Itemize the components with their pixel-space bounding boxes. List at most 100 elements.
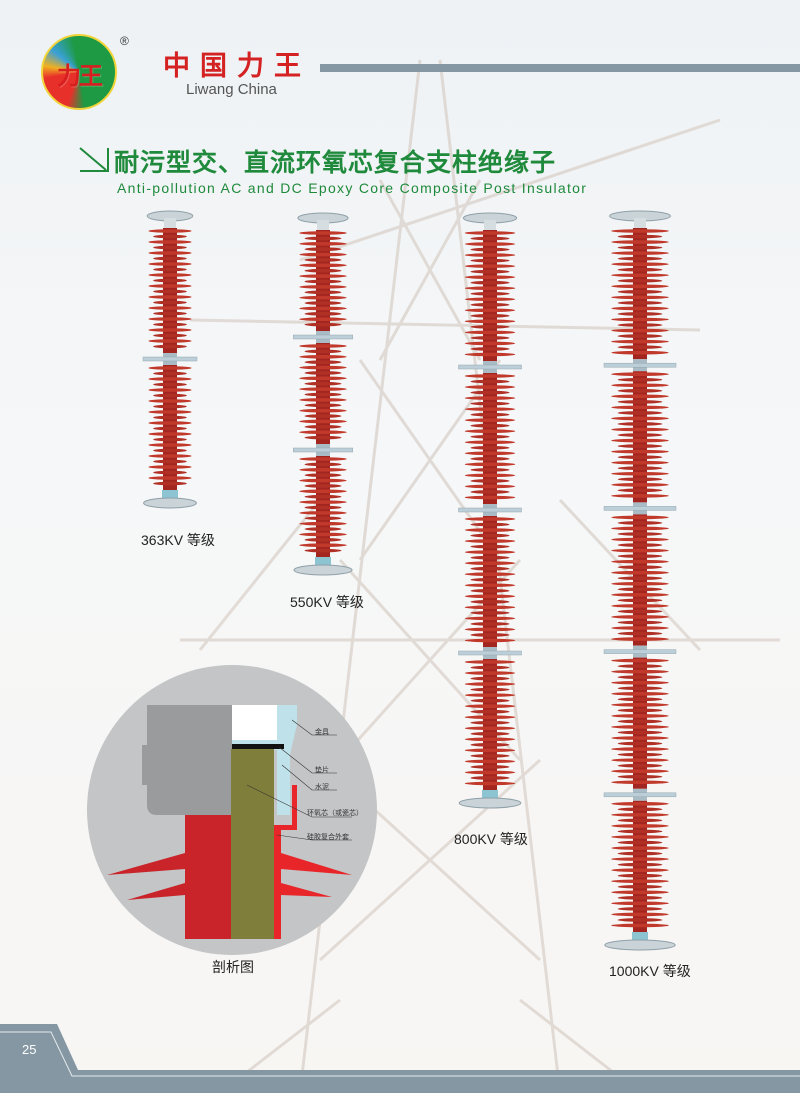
shed <box>299 365 347 370</box>
shed <box>617 752 663 757</box>
shed <box>617 807 663 812</box>
shed <box>304 236 342 241</box>
shed <box>148 410 192 414</box>
callout-cement: 水泥 <box>315 784 329 791</box>
shed <box>617 301 663 305</box>
shed <box>611 658 669 663</box>
shed <box>617 477 663 482</box>
shed <box>617 334 663 338</box>
shed <box>470 379 510 384</box>
arrow-down-right-icon <box>79 147 109 172</box>
shed <box>153 289 187 294</box>
shed <box>611 306 669 311</box>
shed <box>617 466 663 471</box>
shed <box>617 664 663 668</box>
shed <box>464 495 516 500</box>
shed <box>299 354 347 359</box>
shed <box>617 907 663 911</box>
shed <box>464 231 516 235</box>
shed <box>611 758 669 762</box>
shed <box>464 352 516 357</box>
shed <box>470 347 510 351</box>
shed <box>299 419 347 424</box>
shed <box>148 317 192 321</box>
shed <box>611 868 669 872</box>
shed <box>611 548 669 553</box>
shed <box>617 422 663 426</box>
base-flange <box>143 497 197 509</box>
shed <box>470 401 510 406</box>
shed <box>611 460 669 465</box>
mid-flange <box>603 362 677 368</box>
shed <box>611 846 669 850</box>
shed <box>464 286 516 291</box>
shed <box>611 703 669 707</box>
shed <box>470 325 510 329</box>
shed <box>470 291 510 296</box>
shed <box>153 311 187 316</box>
shed <box>148 240 192 244</box>
shed <box>148 432 192 436</box>
shed <box>470 434 510 439</box>
logo-text: 力王 <box>57 61 103 90</box>
shed <box>611 813 669 817</box>
shed <box>299 241 347 246</box>
shed <box>470 687 510 692</box>
shed <box>617 532 663 536</box>
product-label-363kv: 363KV 等级 <box>141 532 215 548</box>
shed <box>299 521 347 526</box>
shed <box>148 229 192 233</box>
shed <box>611 835 669 839</box>
shed <box>299 511 347 515</box>
shed <box>611 251 669 255</box>
shed <box>304 258 342 262</box>
shed <box>153 437 187 442</box>
shed <box>470 588 510 593</box>
shed <box>464 308 516 313</box>
shed <box>611 714 669 718</box>
shed <box>617 873 663 878</box>
shed <box>304 462 342 467</box>
shed <box>464 550 516 554</box>
shed <box>470 247 510 252</box>
shed <box>464 759 516 764</box>
shed <box>617 884 663 889</box>
shed <box>304 516 342 521</box>
shed <box>470 445 510 450</box>
shed <box>470 577 510 582</box>
cross-section-diagram: 金具 垫片 水泥 环氧芯（或瓷芯） 硅胶复合外套 <box>87 665 377 955</box>
shed <box>470 754 510 758</box>
shed <box>617 267 663 272</box>
product-label-550kv: 550KV 等级 <box>290 594 364 610</box>
shed <box>148 377 192 381</box>
shed <box>464 517 516 521</box>
shed <box>299 532 347 537</box>
shed <box>470 533 510 538</box>
shed <box>464 638 516 643</box>
callout-fitting: 金具 <box>315 729 329 736</box>
shed <box>304 268 342 273</box>
top-fitting <box>317 220 329 230</box>
shed <box>617 323 663 327</box>
shed <box>611 273 669 278</box>
shed <box>464 539 516 543</box>
shed <box>153 459 187 464</box>
product-label-800kv: 800KV 等级 <box>454 831 528 847</box>
shed <box>617 576 663 581</box>
insulator-363kv <box>142 210 198 509</box>
shed <box>611 802 669 806</box>
shed <box>148 251 192 255</box>
shed <box>464 319 516 324</box>
shed <box>470 776 510 780</box>
shed <box>611 405 669 410</box>
shed <box>299 295 347 300</box>
shed <box>617 862 663 867</box>
shed <box>470 280 510 285</box>
shed <box>611 669 669 674</box>
shed <box>611 615 669 619</box>
shed <box>470 423 510 428</box>
shed <box>304 414 342 418</box>
shed <box>148 295 192 299</box>
shed <box>617 521 663 525</box>
shed <box>617 278 663 283</box>
